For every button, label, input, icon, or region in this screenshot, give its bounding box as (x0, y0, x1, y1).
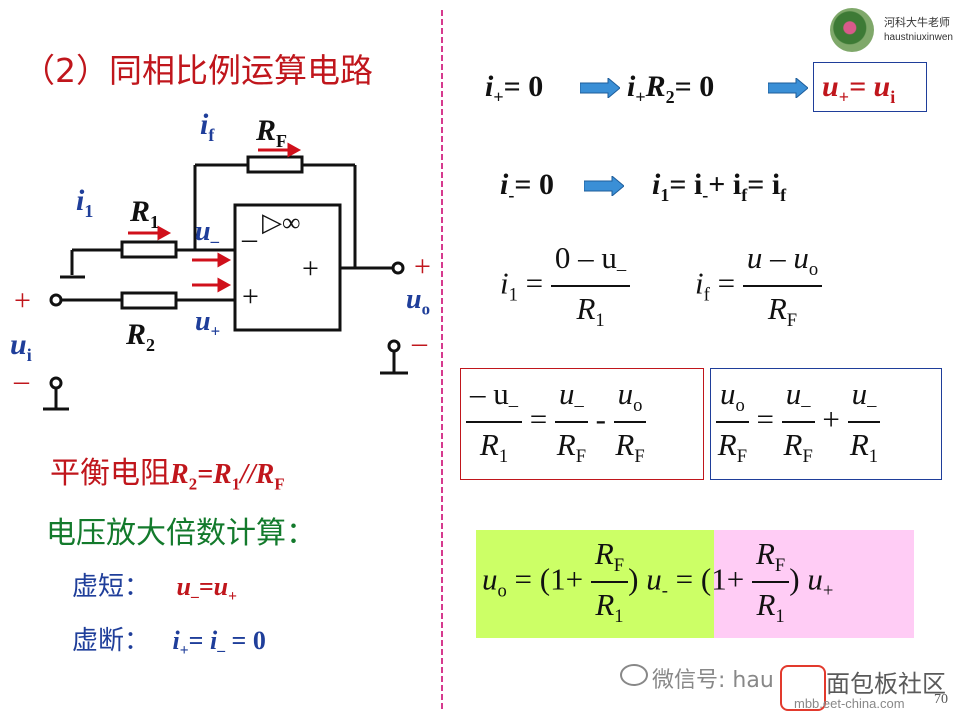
label-ui: ui (10, 328, 32, 365)
vertical-divider (441, 10, 443, 710)
label-rf: RF (256, 114, 288, 151)
eq-row1-c: u+= ui (822, 70, 896, 107)
opamp-minus: – (242, 222, 257, 255)
arrow-icon (584, 176, 624, 196)
wechat-id: 微信号: hau (652, 668, 774, 693)
label-uo: uo (406, 284, 430, 319)
eq-row2-a: i-= 0 (500, 168, 554, 205)
result-box-uplus (813, 62, 927, 112)
balance-resistor: 平衡电阻R2=R1//RF (50, 456, 285, 494)
label-u-minus: u– (195, 216, 219, 251)
label-i1: i1 (76, 184, 94, 221)
eq-i1-fraction: i1 = 0 – u–R1 (500, 240, 631, 332)
label-if: if (200, 108, 215, 145)
red-equation-box (460, 368, 704, 480)
result-yellow (476, 530, 714, 638)
ui-plus: + (14, 284, 31, 317)
avatar (830, 8, 874, 52)
uo-plus: + (414, 250, 431, 283)
wechat-icon (620, 664, 648, 686)
site-name: 面包板社区 (826, 670, 946, 698)
circuit-diagram (43, 142, 408, 411)
slide-title: （2）同相比例运算电路 (22, 51, 373, 90)
page-number: 70 (934, 692, 948, 707)
opamp-symbol: ▷∞ (262, 208, 301, 237)
eq-row1-b: i+R2= 0 (627, 70, 715, 107)
result-pink (714, 530, 914, 638)
uo-minus: – (412, 326, 427, 359)
label-r2: R2 (126, 318, 156, 355)
label-r1: R1 (130, 195, 160, 232)
gain-title: 电压放大倍数计算： (46, 516, 316, 551)
ui-minus: – (14, 364, 29, 397)
label-u-plus: u+ (195, 306, 221, 341)
site-url: mbb.eet-china.com (794, 696, 905, 711)
eq-row2-b: i1= i-+ if= if (652, 168, 787, 205)
eq-row1-a: i+= 0 (485, 70, 544, 107)
blue-equation-box (710, 368, 942, 480)
virtual-open: 虚断： i+= i– = 0 (72, 626, 266, 660)
site-logo-icon (780, 665, 826, 711)
watermark-sub: haustniuxinwen (884, 32, 953, 43)
opamp-plus-in: + (242, 280, 259, 313)
opamp-plus-out: + (302, 252, 319, 285)
virtual-short: 虚短： u–=u+ (72, 572, 237, 606)
arrow-icon (768, 78, 808, 98)
arrow-icon (580, 78, 620, 98)
watermark-name: 河科大牛老师 (884, 16, 950, 29)
